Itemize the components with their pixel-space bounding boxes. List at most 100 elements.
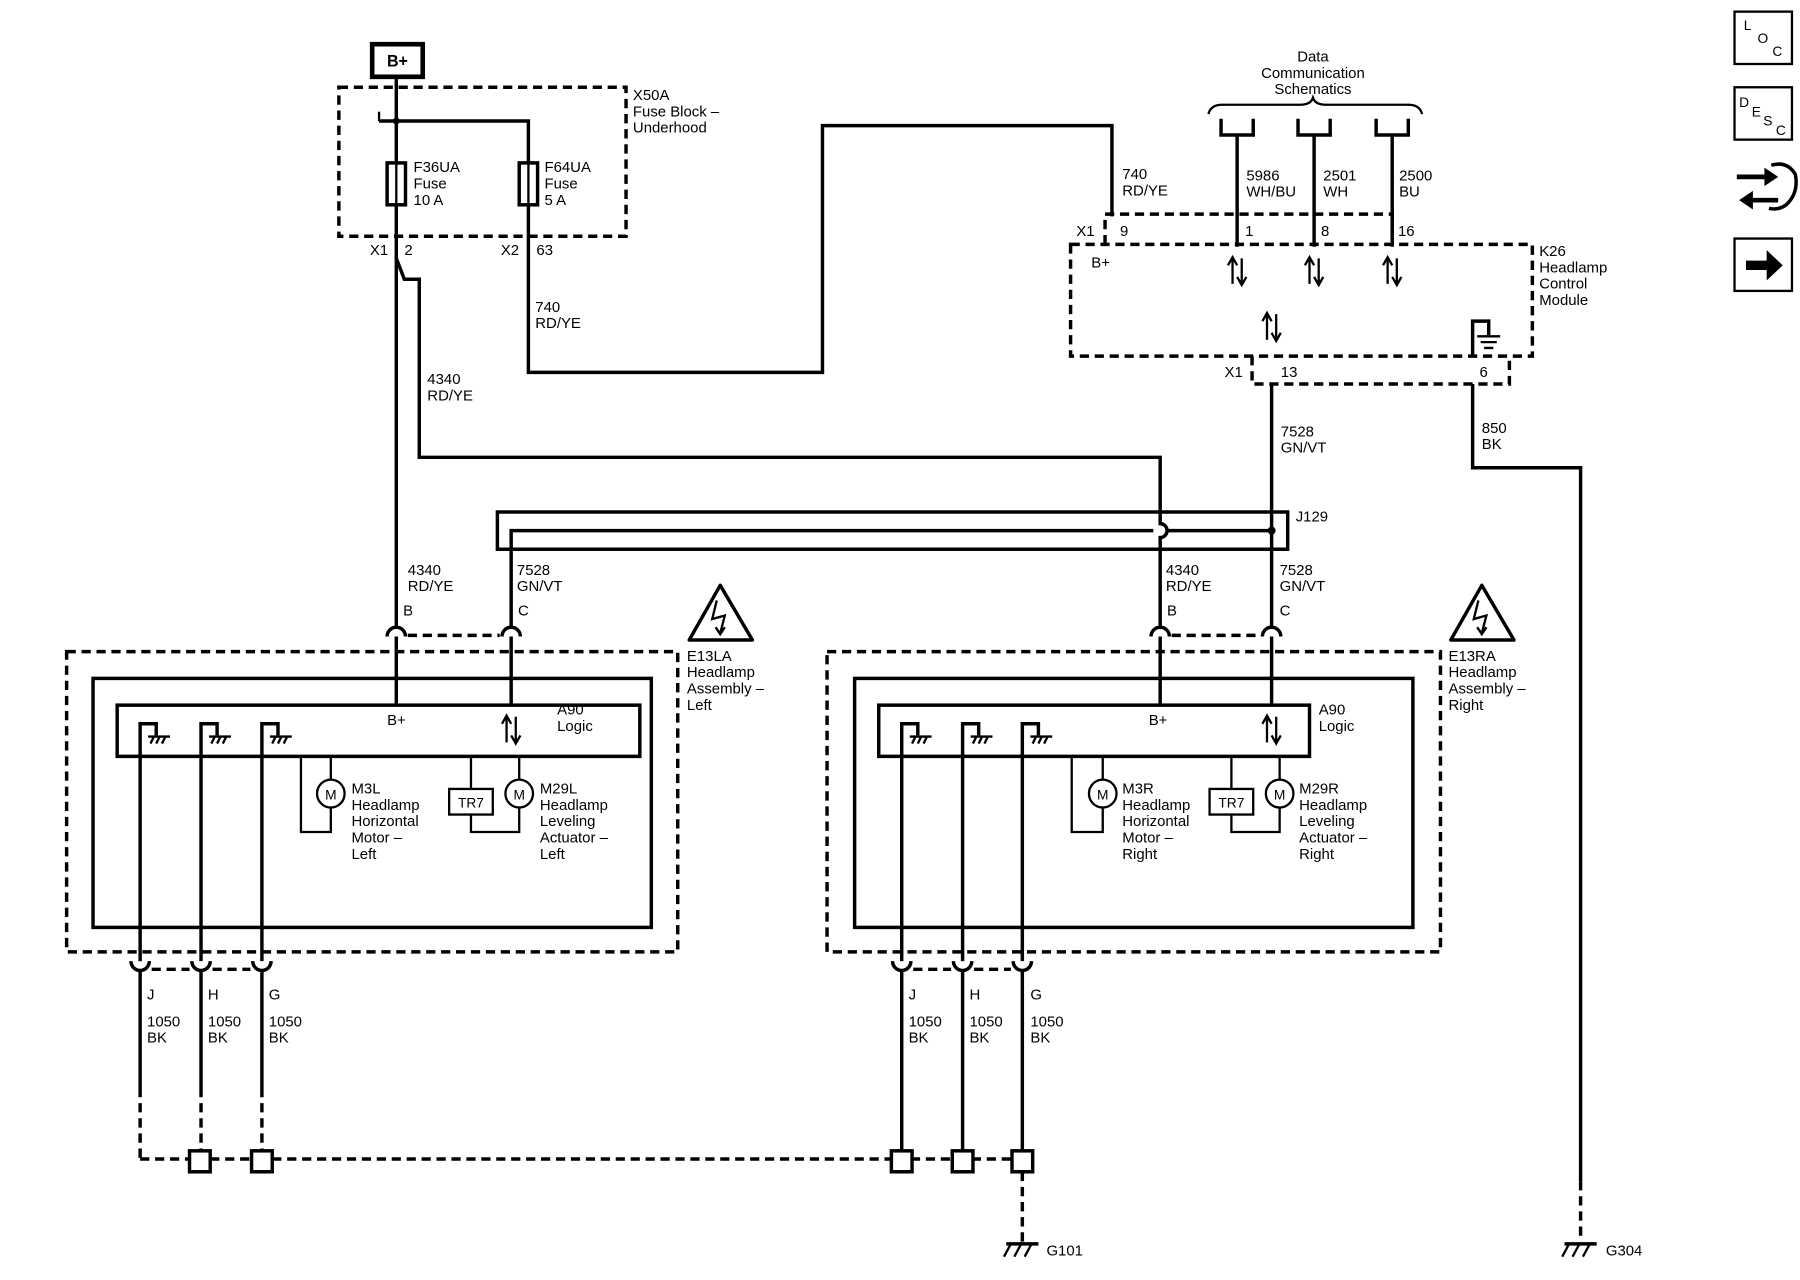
motor-name-line: Motor – bbox=[1122, 829, 1173, 846]
motor-name-line: Leveling bbox=[1299, 813, 1355, 830]
wire-circuit: 1050 bbox=[1030, 1013, 1063, 1030]
module-k26: X1 9 1 8 16 B+ K26 Headlamp Control Modu… bbox=[1068, 212, 1607, 386]
data-comm-label: Communication bbox=[1261, 65, 1365, 82]
logic-name: Logic bbox=[1319, 718, 1355, 735]
connector-exchange-icon bbox=[1736, 162, 1798, 211]
connector-exchange-button[interactable] bbox=[1736, 162, 1798, 211]
next-page-button[interactable] bbox=[1733, 237, 1794, 293]
wire-circuit: 7528 bbox=[517, 562, 550, 579]
wire-circuit: 1050 bbox=[969, 1013, 1002, 1030]
motor-id: M3L bbox=[351, 781, 380, 798]
pin-label: B bbox=[1167, 602, 1177, 619]
connector-cavity bbox=[500, 625, 523, 637]
location-icon: L O C bbox=[1744, 17, 1783, 59]
wire-5986: 5986 WH/BU bbox=[1235, 134, 1296, 247]
pin-label: 8 bbox=[1321, 223, 1329, 240]
module-id: K26 bbox=[1539, 243, 1566, 260]
ground-icon bbox=[900, 722, 932, 962]
wire-circuit: 2500 bbox=[1399, 167, 1432, 184]
fuse-f36ua: F36UA Fuse 10 A bbox=[385, 159, 460, 209]
wire-circuit: 1050 bbox=[147, 1013, 180, 1030]
pin-label: 6 bbox=[1480, 364, 1488, 381]
wire-color: WH bbox=[1323, 184, 1348, 201]
data-comm-label: Data bbox=[1297, 49, 1329, 66]
ground-splice-bus bbox=[140, 1149, 1035, 1243]
wire-850: 850 BK bbox=[1470, 384, 1583, 1241]
wire-color: GN/VT bbox=[517, 578, 563, 595]
location-button[interactable]: L O C bbox=[1733, 10, 1794, 66]
power-source-bplus: B+ bbox=[369, 41, 426, 80]
fuse-type: Fuse bbox=[414, 175, 447, 192]
ground-icon bbox=[1020, 722, 1053, 962]
icon-letter: O bbox=[1757, 30, 1768, 46]
module-name-line: Control bbox=[1539, 275, 1587, 292]
splice-j129: J129 bbox=[495, 508, 1328, 629]
motor-id: M3R bbox=[1122, 781, 1154, 798]
wire-color: RD/YE bbox=[427, 387, 473, 404]
motor-symbol: M bbox=[1274, 786, 1285, 802]
next-arrow-icon bbox=[1746, 250, 1783, 281]
ground-icon bbox=[199, 722, 231, 962]
assembly-id: E13RA bbox=[1449, 648, 1496, 665]
wire-color: WH/BU bbox=[1246, 184, 1296, 201]
chassis-ground-icon bbox=[1002, 1242, 1039, 1258]
assembly-name-line: Right bbox=[1449, 697, 1485, 714]
fuse-block-id: X50A bbox=[633, 87, 669, 104]
wire-740: 740 RD/YE 740 RD/YE bbox=[526, 123, 1168, 375]
wire-color: BK bbox=[208, 1030, 228, 1047]
assembly-name-line: Assembly – bbox=[687, 680, 765, 697]
bidirectional-arrow-icon bbox=[1382, 254, 1403, 288]
pin-label: 16 bbox=[1398, 223, 1415, 240]
motor-name-line: Left bbox=[351, 846, 377, 863]
connector-label: X1 bbox=[370, 242, 388, 259]
fuse-type: Fuse bbox=[544, 175, 577, 192]
wire-color: GN/VT bbox=[1280, 578, 1326, 595]
wire-color: RD/YE bbox=[408, 578, 454, 595]
chassis-ground-icon bbox=[1561, 1242, 1597, 1258]
fuse-block-name-line: Fuse Block – bbox=[633, 103, 720, 120]
motor-name-line: Headlamp bbox=[1122, 797, 1190, 814]
wire-circuit: 1050 bbox=[208, 1013, 241, 1030]
icon-letter: E bbox=[1752, 103, 1761, 119]
icon-letter: S bbox=[1763, 113, 1772, 129]
resistor-tr7 bbox=[447, 787, 494, 816]
data-communication-reference: Data Communication Schematics 5986 WH/BU… bbox=[1207, 49, 1432, 247]
motor-name-line: Horizontal bbox=[1122, 813, 1189, 830]
motor-name-line: Actuator – bbox=[1299, 829, 1368, 846]
wire-circuit: 4340 bbox=[408, 562, 441, 579]
connector-label: X1 bbox=[1076, 223, 1094, 240]
description-button[interactable]: D E S C bbox=[1733, 86, 1794, 141]
pin-label: B bbox=[403, 602, 413, 619]
wire-circuit: 5986 bbox=[1246, 167, 1279, 184]
pin-label: G bbox=[1030, 986, 1042, 1003]
bidirectional-arrow-icon bbox=[1303, 254, 1325, 288]
logic-id: A90 bbox=[557, 701, 584, 718]
ground-icon bbox=[960, 722, 993, 962]
connector-cavity bbox=[1011, 960, 1034, 973]
fuse-block-x50a: X50A Fuse Block – Underhood F36UA Fuse 1… bbox=[337, 76, 720, 259]
motor-symbol: M bbox=[513, 786, 524, 802]
motor-symbol: M bbox=[1097, 786, 1108, 802]
wire-4340-right-feed: 4340 RD/YE bbox=[394, 257, 1169, 629]
wire-color: BK bbox=[269, 1030, 289, 1047]
module-name-line: Headlamp bbox=[1539, 259, 1607, 276]
connector-cavity bbox=[250, 960, 273, 973]
wire-circuit: 1050 bbox=[269, 1013, 302, 1030]
motor-id: M29R bbox=[1299, 781, 1339, 798]
ground-icon bbox=[260, 722, 292, 962]
warning-triangle-icon bbox=[687, 583, 755, 642]
motor-name-line: Horizontal bbox=[351, 813, 418, 830]
wire-color: RD/YE bbox=[1166, 578, 1212, 595]
icon-letter: D bbox=[1739, 94, 1749, 110]
wire-circuit: 7528 bbox=[1280, 562, 1313, 579]
bidirectional-arrow-icon bbox=[1261, 713, 1282, 746]
ground-label: G101 bbox=[1046, 1242, 1082, 1259]
motor-name-line: Headlamp bbox=[1299, 797, 1367, 814]
assembly-name-line: Assembly – bbox=[1449, 680, 1527, 697]
ground-g101: G101 bbox=[1002, 1242, 1083, 1260]
connector-cavity bbox=[951, 960, 974, 973]
fuse-f64ua: F64UA Fuse 5 A bbox=[517, 159, 591, 209]
pin-label: 9 bbox=[1120, 223, 1128, 240]
headlamp-assembly-left: 4340 RD/YE 7528 GN/VT B C E13LA Headlamp… bbox=[64, 562, 765, 1159]
